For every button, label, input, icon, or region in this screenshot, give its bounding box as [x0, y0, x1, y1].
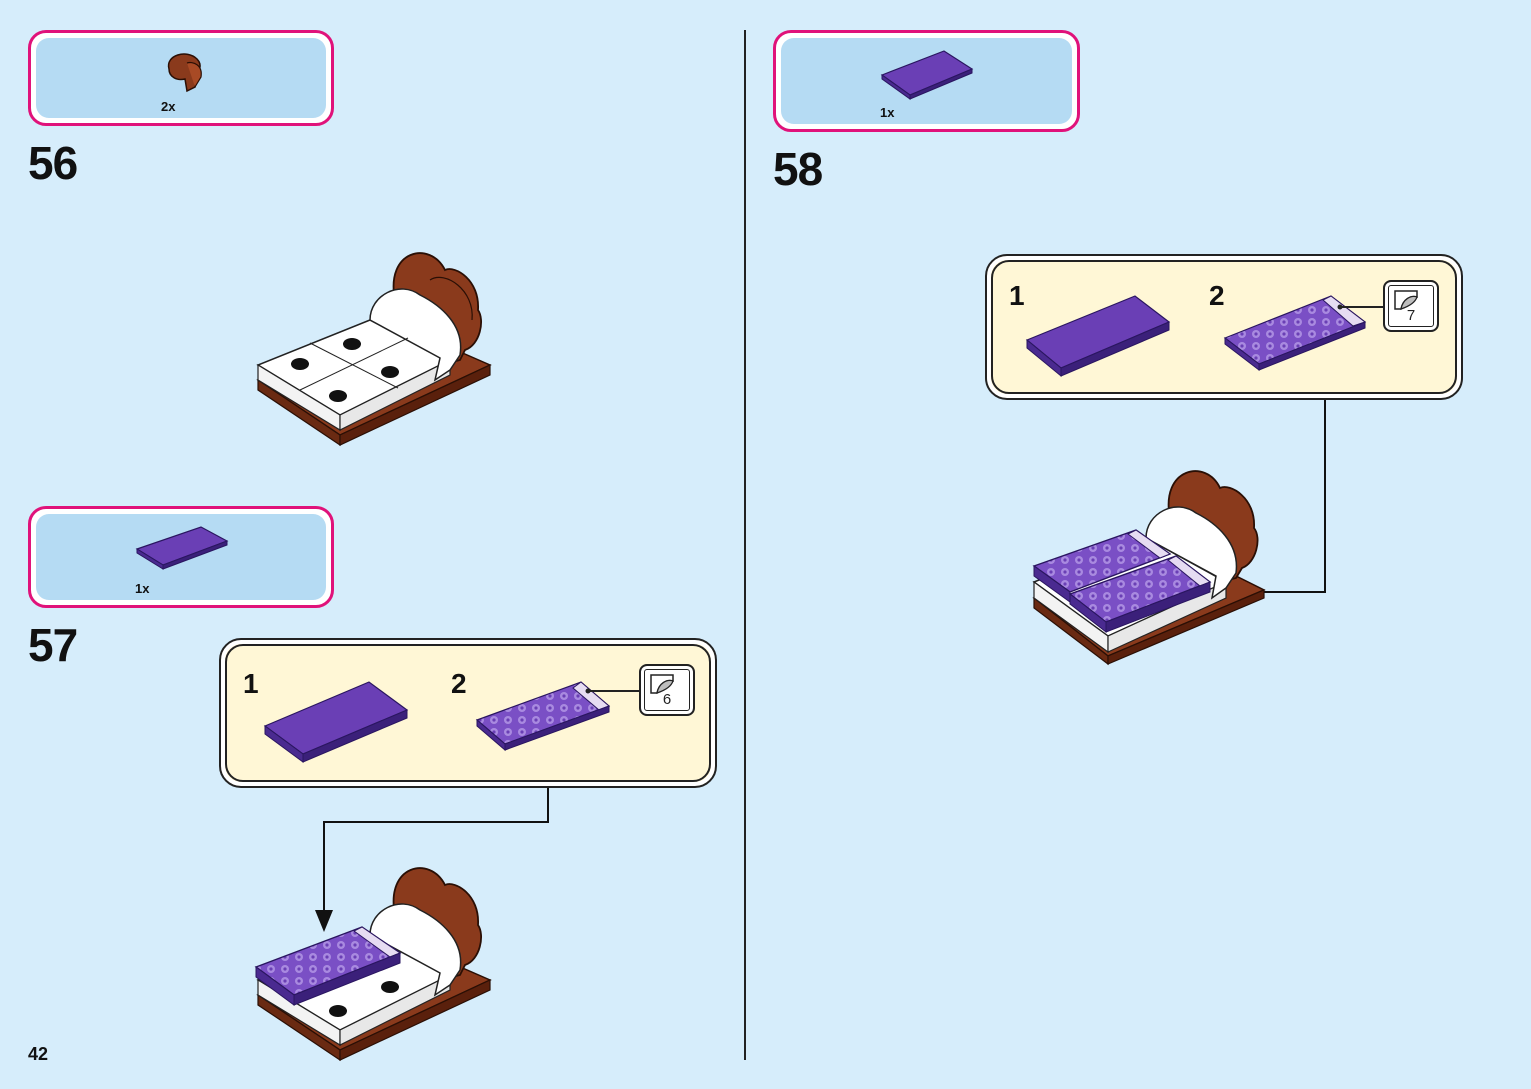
subassembly-57: 1 2 6 — [219, 638, 717, 788]
parts-quantity: 1x — [135, 581, 150, 596]
bed-assembly-57 — [254, 867, 492, 1062]
step-number-57: 57 — [28, 619, 78, 671]
sticker-curl-icon — [650, 674, 674, 694]
purple-tile-piece — [880, 50, 974, 100]
parts-callout-57: 1x — [28, 506, 334, 608]
arrow-57 — [315, 788, 549, 932]
sticker-callout-6: 6 — [639, 664, 695, 716]
brown-headboard-piece — [167, 53, 202, 93]
parts-callout-56: 2x — [28, 30, 334, 126]
page-number: 42 — [28, 1044, 49, 1064]
purple-tile-plain — [1025, 295, 1171, 378]
bed-assembly-58 — [1032, 470, 1266, 666]
sticker-callout-7: 7 — [1383, 280, 1439, 332]
sticker-number: 6 — [662, 691, 672, 708]
substep-2: 2 — [1209, 280, 1225, 311]
sticker-leader-line — [1337, 304, 1385, 310]
substep-1: 1 — [1009, 280, 1025, 311]
step-number-56: 56 — [28, 137, 78, 189]
substep-2: 2 — [451, 668, 467, 699]
sticker-leader-line — [585, 688, 639, 694]
purple-tile-printed — [475, 681, 611, 752]
parts-callout-58: 1x — [773, 30, 1080, 132]
substep-1: 1 — [243, 668, 259, 699]
page-divider — [744, 30, 746, 1060]
subassembly-58: 1 2 7 — [985, 254, 1463, 400]
purple-tile-piece — [135, 526, 229, 570]
purple-tile-plain — [263, 681, 409, 763]
step-number-58: 58 — [773, 143, 823, 195]
sticker-curl-icon — [1394, 290, 1418, 310]
sticker-number: 7 — [1406, 307, 1416, 324]
bed-assembly-56 — [256, 252, 492, 447]
parts-quantity: 2x — [161, 99, 176, 114]
purple-tile-printed — [1223, 295, 1367, 372]
parts-quantity: 1x — [880, 105, 895, 120]
